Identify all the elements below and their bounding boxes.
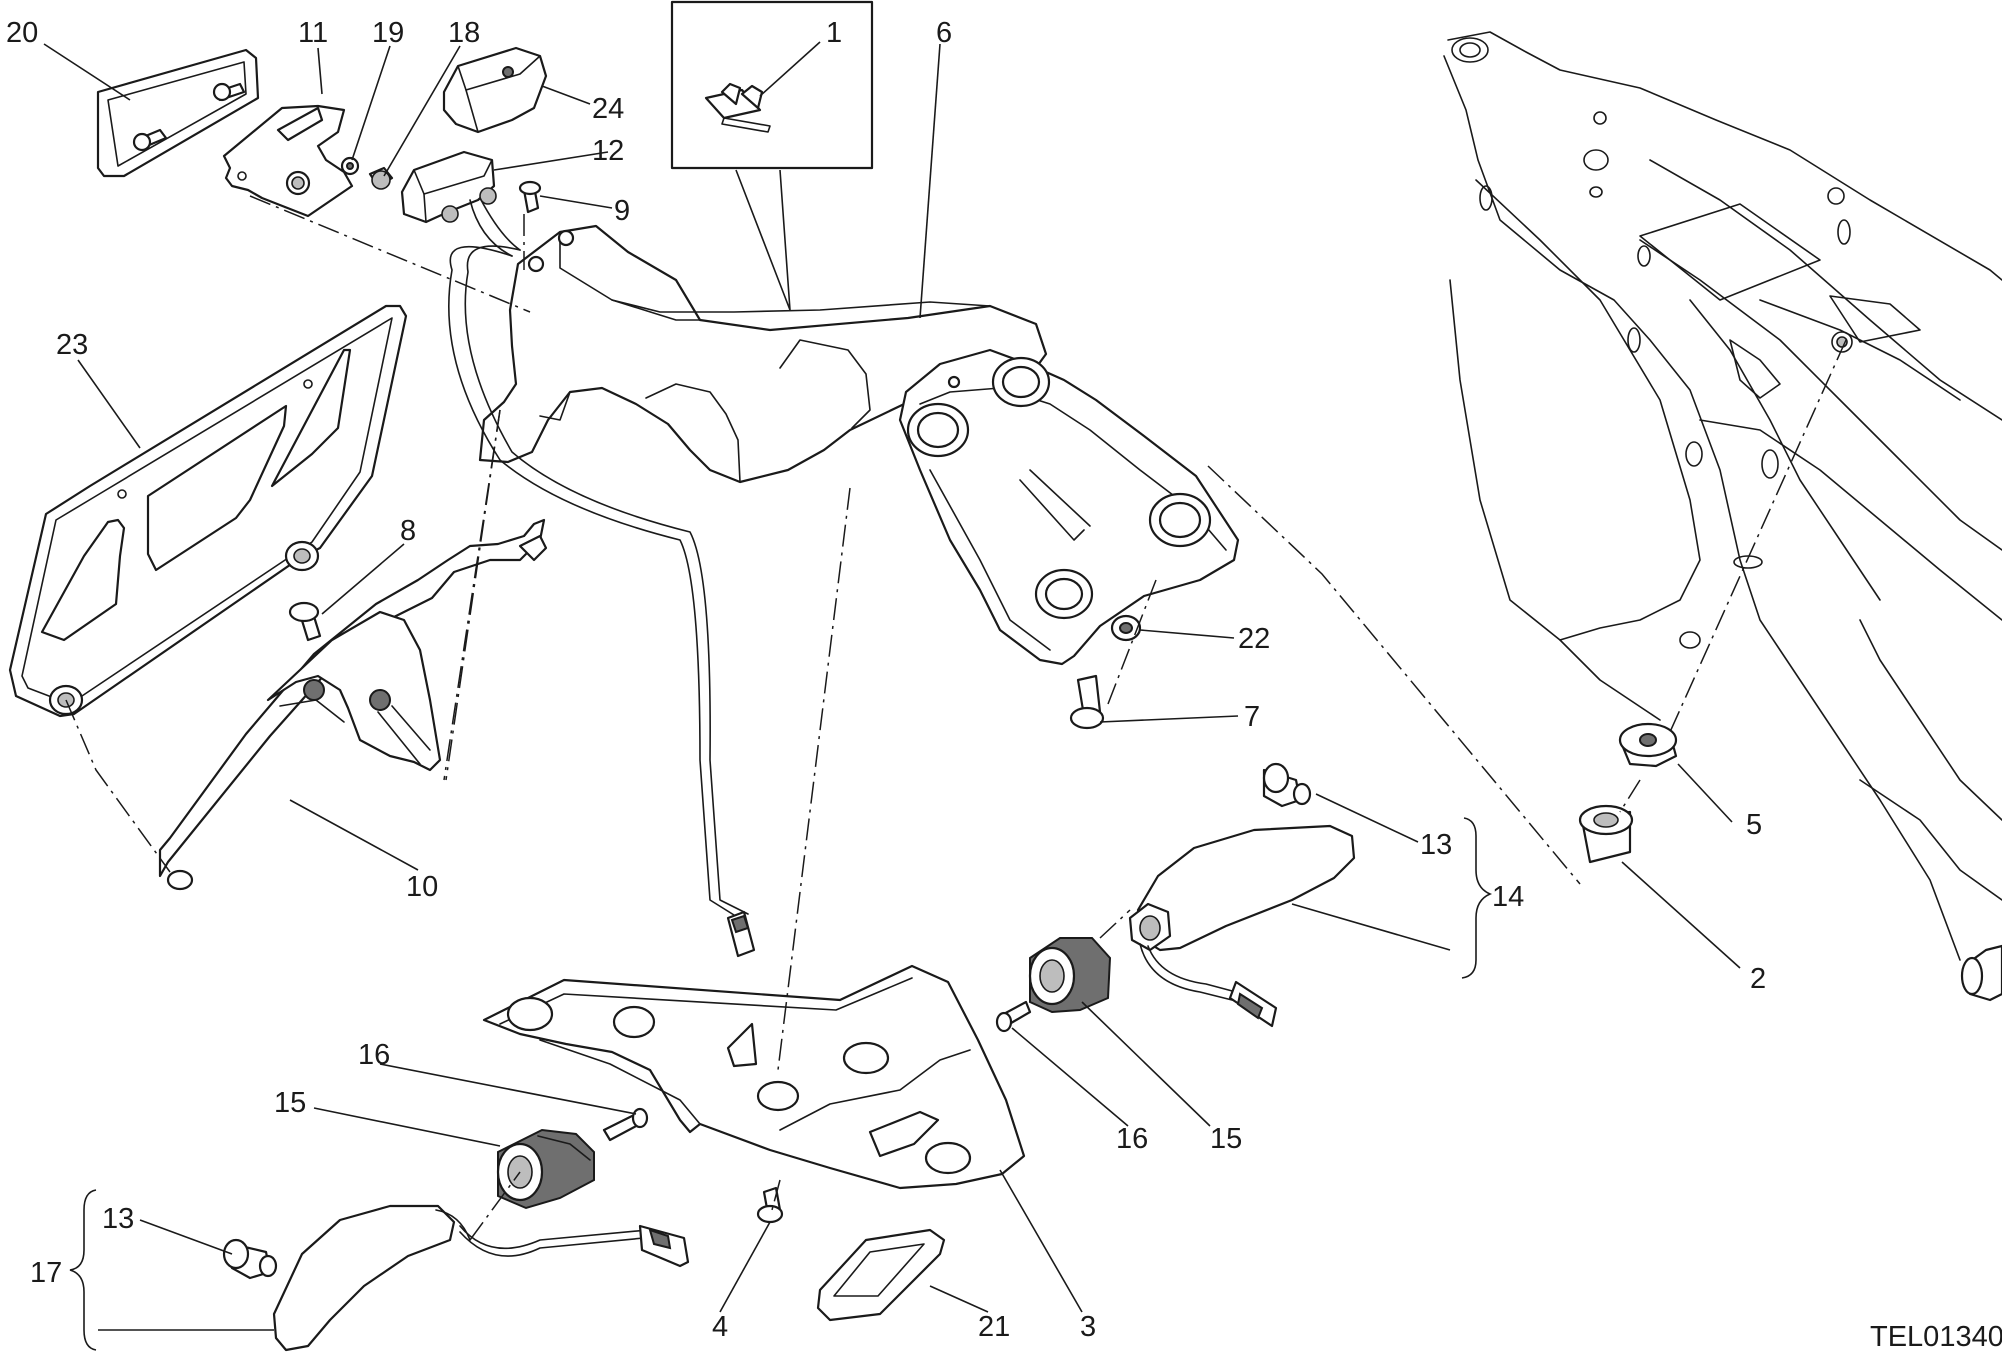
part-20-rubber-plate [96, 48, 260, 178]
part-12-cable-a [469, 199, 513, 257]
callout-9: 9 [614, 195, 630, 227]
callout-23: 23 [56, 329, 88, 361]
part-11-bracket [222, 104, 354, 218]
part-12-cable-b [479, 197, 521, 251]
brace-17 [69, 1189, 97, 1351]
callout-2: 2 [1750, 963, 1766, 995]
part-13-bulb-left [222, 1238, 278, 1280]
callout-1: 1 [826, 17, 842, 49]
leader-1 [759, 41, 821, 97]
rear-subframe [1443, 31, 2002, 1002]
part-23-plate-holder [8, 304, 408, 718]
callout-20: 20 [6, 17, 38, 49]
callout-4: 4 [712, 1311, 728, 1343]
part-21-reflector [816, 1228, 946, 1322]
part-16-bolt-left [602, 1107, 649, 1142]
part-17-indicator-left [272, 1204, 690, 1352]
callout-17: 17 [30, 1257, 62, 1289]
callout-11: 11 [298, 17, 328, 49]
part-12-plate-light [400, 150, 521, 257]
callout-5: 5 [1746, 809, 1762, 841]
inset-pointer [735, 169, 791, 311]
callout-15-left: 15 [274, 1087, 306, 1119]
part-10-bracket-arm [158, 518, 548, 891]
figure-code: TEL01340 [1870, 1321, 2002, 1353]
assembly-lines [65, 195, 1847, 1241]
part-1-clip [704, 82, 771, 133]
callout-10: 10 [406, 871, 438, 903]
callout-21: 21 [978, 1311, 1010, 1343]
callout-13-right: 13 [1420, 829, 1452, 861]
part-18-spacer [368, 166, 394, 190]
part-5-grommet [1618, 722, 1678, 768]
part-22-washer [1110, 614, 1142, 642]
part-4-screw [756, 1186, 784, 1224]
part-16-bolt-right [995, 1000, 1032, 1033]
wiring-harness [448, 245, 756, 958]
callout-22: 22 [1238, 623, 1270, 655]
part-7-bolt [1069, 674, 1105, 730]
part-13-bulb-right [1262, 762, 1312, 808]
detail-inset [670, 0, 874, 311]
part-9-screw [518, 180, 542, 214]
callout-6: 6 [936, 17, 952, 49]
part-2-bushing [1578, 804, 1634, 864]
part-24-light-cover [442, 46, 548, 134]
part-8-screw [288, 601, 322, 642]
callout-24: 24 [592, 93, 624, 125]
callout-labels: 1 2 3 4 5 6 7 8 9 10 11 12 13 13 14 15 1… [6, 17, 1766, 1343]
part-14-indicator-right [1128, 824, 1356, 1028]
part-15-grommet-left [496, 1128, 595, 1210]
callout-7: 7 [1244, 701, 1260, 733]
part-6-mount-block [898, 348, 1240, 666]
callout-18: 18 [448, 17, 480, 49]
harness-cable-b [464, 245, 749, 915]
part-6-support-frame [478, 224, 1048, 484]
part-19-washer [340, 156, 360, 176]
callout-15-right: 15 [1210, 1123, 1242, 1155]
callout-16-right: 16 [1116, 1123, 1148, 1155]
part-3-tray [482, 964, 1026, 1190]
harness-cable-a [448, 245, 743, 921]
callout-3: 3 [1080, 1311, 1096, 1343]
callout-14: 14 [1492, 881, 1524, 913]
callout-16-left: 16 [358, 1039, 390, 1071]
part-15-grommet-right [1028, 937, 1112, 1014]
callout-13-left: 13 [102, 1203, 134, 1235]
brace-14 [1461, 817, 1493, 979]
leader-lines [43, 43, 1741, 1331]
callout-12: 12 [592, 135, 624, 167]
callout-19: 19 [372, 17, 404, 49]
callout-8: 8 [400, 515, 416, 547]
